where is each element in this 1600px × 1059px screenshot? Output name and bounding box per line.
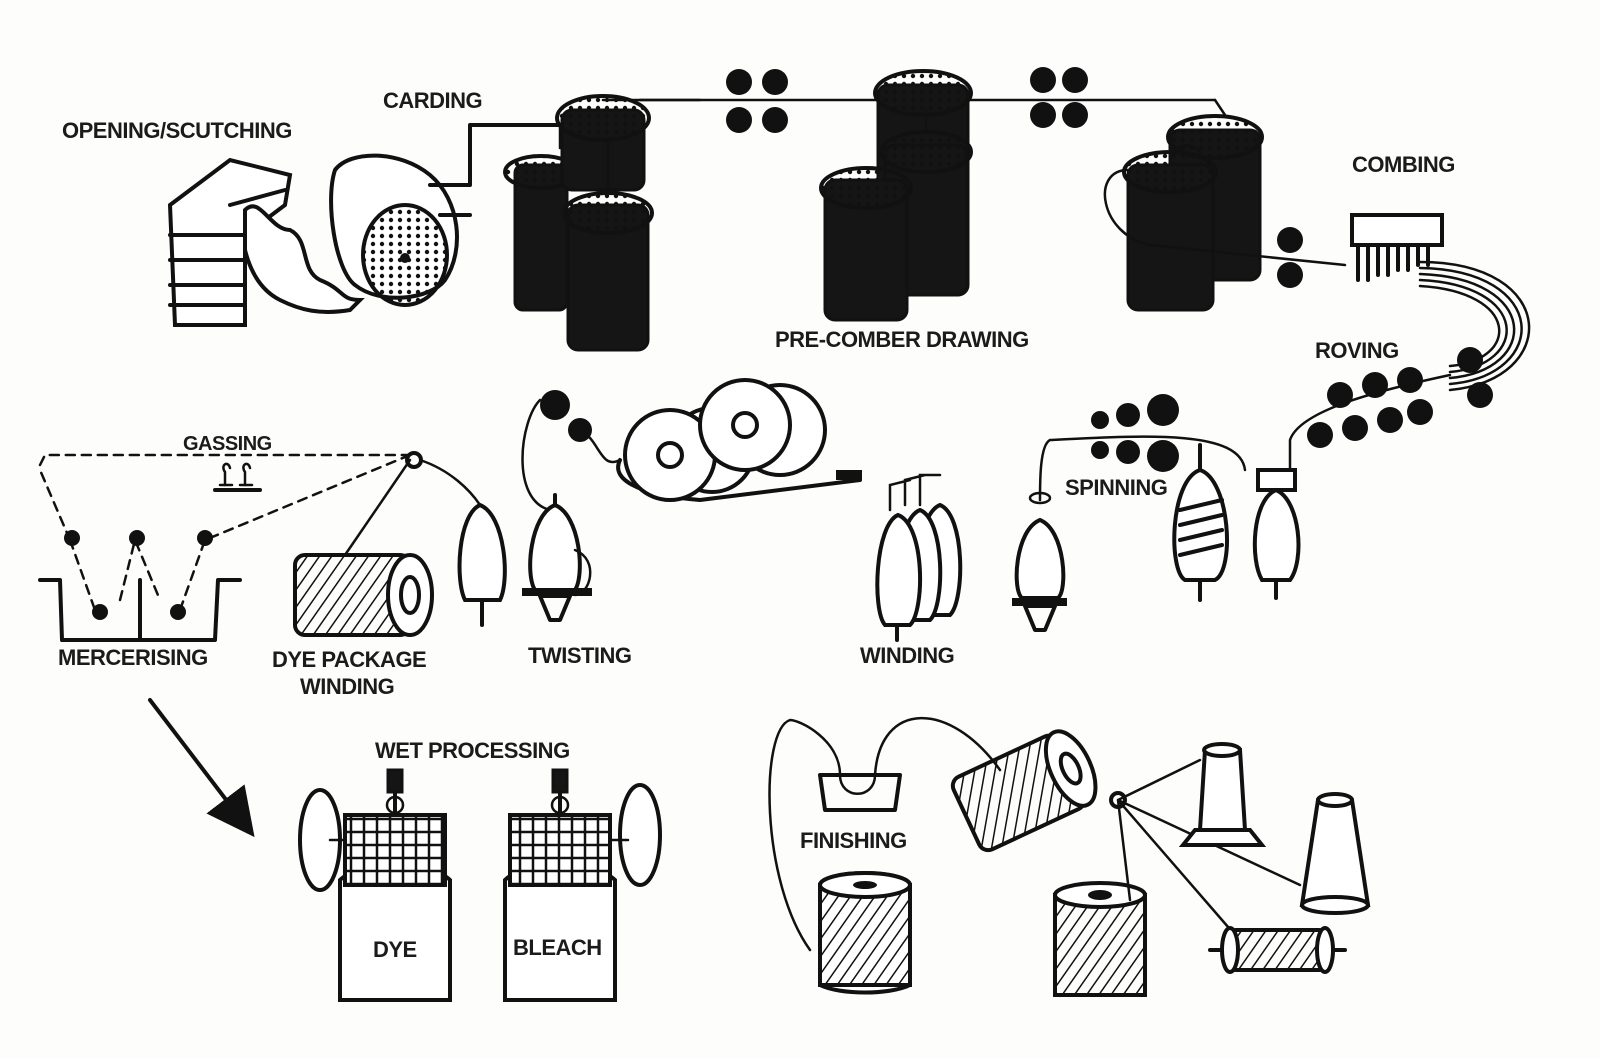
spinning-bobbin: [1172, 443, 1229, 602]
drafting-rollers-2: [1030, 67, 1088, 128]
label-pre-comber-drawing: PRE-COMBER DRAWING: [775, 327, 1029, 352]
label-wet-processing: WET PROCESSING: [375, 738, 570, 763]
label-dye-package-line1: DYE PACKAGE: [272, 647, 426, 672]
flow-arrow: [148, 698, 255, 838]
twisting-bobbin: [522, 493, 592, 622]
comb-device: [1350, 213, 1531, 392]
label-gassing: GASSING: [183, 433, 272, 455]
guide-pulley: [405, 451, 423, 469]
label-finishing: FINISHING: [800, 828, 907, 853]
label-mercerising: MERCERISING: [58, 645, 208, 670]
label-roving: ROVING: [1315, 338, 1399, 363]
drafting-rollers-1: [638, 69, 882, 133]
winding-bobbins: [875, 473, 963, 642]
label-dye: DYE: [373, 937, 417, 962]
finishing-package-left: [818, 871, 912, 995]
carding-cans: [503, 94, 702, 352]
gassing-yarn-path: [38, 453, 412, 542]
spinning-spindle: [1012, 491, 1067, 632]
dye-package-spool: [293, 458, 434, 637]
roving-bobbin: [1252, 468, 1301, 600]
mercerising-bath: [38, 530, 242, 642]
carding-lap-roll: [329, 123, 562, 307]
label-twisting: TWISTING: [528, 643, 632, 668]
label-dye-package-line2: WINDING: [300, 674, 394, 699]
label-combing: COMBING: [1352, 152, 1455, 177]
opening-scutching-bale: [167, 157, 365, 327]
roving-rollers: [1273, 347, 1493, 472]
pre-comber-drawing-cans: [819, 69, 1217, 322]
twisting-rollers: [521, 390, 622, 512]
label-spinning: SPINNING: [1065, 475, 1167, 500]
label-bleach: BLEACH: [513, 935, 602, 960]
gassing-burner: [213, 462, 262, 492]
finishing-bath: [768, 716, 1002, 952]
finishing-package-right: [1053, 881, 1147, 997]
bleach-vessel: [503, 768, 662, 1002]
finishing-cone-large: [950, 729, 1098, 853]
thread-cone-small: [1178, 742, 1267, 847]
thread-spool-horizontal: [1208, 926, 1347, 974]
label-winding: WINDING: [860, 643, 954, 668]
gassing-bobbin: [418, 458, 507, 627]
thread-cone-medium: [1299, 792, 1371, 915]
label-carding: CARDING: [383, 88, 482, 113]
spinning-rollers: [1038, 394, 1247, 502]
label-opening-scutching: OPENING/SCUTCHING: [62, 118, 292, 143]
combing-cans: [1103, 98, 1347, 312]
dye-vessel: [298, 768, 452, 1002]
twisting-large-rolls: [616, 378, 862, 502]
